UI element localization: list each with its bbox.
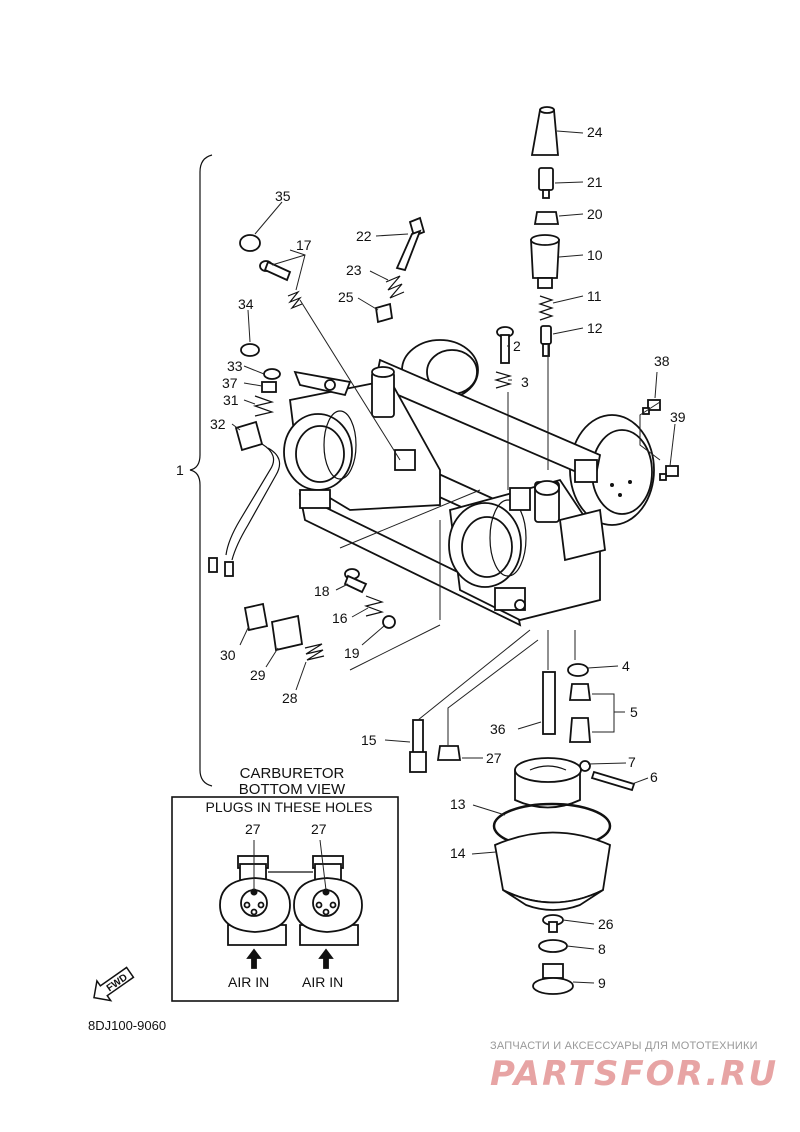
callout-32[interactable]: 32 bbox=[210, 416, 226, 432]
callout-3[interactable]: 3 bbox=[521, 374, 529, 390]
view-label-line2: BOTTOM VIEW bbox=[238, 781, 346, 798]
callout-6[interactable]: 6 bbox=[650, 769, 658, 785]
callout-20[interactable]: 20 bbox=[587, 206, 603, 222]
callout-38[interactable]: 38 bbox=[654, 353, 670, 369]
watermark-logo[interactable]: PARTSFOR.RU bbox=[490, 1054, 779, 1094]
callout-10[interactable]: 10 bbox=[587, 247, 603, 263]
callout-33[interactable]: 33 bbox=[227, 358, 243, 374]
air-in-arrow-left bbox=[246, 948, 262, 969]
valve-part-21 bbox=[538, 167, 554, 191]
cap-part-35 bbox=[239, 234, 261, 252]
float-bowl-part-14 bbox=[493, 831, 611, 911]
cap-part-25 bbox=[374, 302, 394, 324]
callout-27[interactable]: 27 bbox=[486, 750, 502, 766]
screw-part-26 bbox=[542, 914, 564, 933]
callout-22[interactable]: 22 bbox=[356, 228, 372, 244]
callout-19[interactable]: 19 bbox=[344, 645, 360, 661]
callout-17[interactable]: 17 bbox=[296, 237, 312, 253]
throttle-stop-screw-22 bbox=[395, 216, 426, 272]
inset-callout-27-right[interactable]: 27 bbox=[311, 821, 327, 837]
sleeve-part-29 bbox=[270, 614, 304, 652]
washer-part-33 bbox=[263, 368, 281, 380]
spring-part-31 bbox=[252, 395, 275, 417]
screw-part-2 bbox=[496, 326, 514, 364]
inset-title: PLUGS IN THESE HOLES bbox=[205, 799, 373, 815]
callout-18[interactable]: 18 bbox=[314, 583, 330, 599]
spring-part-23 bbox=[385, 275, 405, 299]
callout-4[interactable]: 4 bbox=[622, 658, 630, 674]
air-in-label-right: AIR IN bbox=[302, 974, 343, 990]
callout-23[interactable]: 23 bbox=[346, 262, 362, 278]
spring-part-11 bbox=[538, 295, 554, 321]
drawing-code: 8DJ100-9060 bbox=[88, 1018, 167, 1033]
inset-carb-left bbox=[219, 855, 291, 946]
view-label: CARBURETOR BOTTOM VIEW bbox=[222, 766, 362, 798]
inset-frame bbox=[171, 796, 399, 1002]
callout-8[interactable]: 8 bbox=[598, 941, 606, 957]
collar-part-30 bbox=[243, 602, 269, 632]
callout-12[interactable]: 12 bbox=[587, 320, 603, 336]
callout-35[interactable]: 35 bbox=[275, 188, 291, 204]
callout-7[interactable]: 7 bbox=[628, 754, 636, 770]
bottom-view-inset: 27 27 AIR IN AIR IN bbox=[171, 796, 399, 1002]
callout-25[interactable]: 25 bbox=[338, 289, 354, 305]
air-in-arrow-right bbox=[318, 948, 334, 969]
callout-16[interactable]: 16 bbox=[332, 610, 348, 626]
inset-carb-right bbox=[293, 855, 363, 946]
callout-14[interactable]: 14 bbox=[450, 845, 466, 861]
cap-part-24 bbox=[530, 109, 559, 156]
callout-30[interactable]: 30 bbox=[220, 647, 236, 663]
carburetor-body bbox=[283, 339, 655, 627]
oring-part-34 bbox=[240, 343, 260, 357]
callout-34[interactable]: 34 bbox=[238, 296, 254, 312]
cap-part-19 bbox=[382, 615, 396, 629]
fwd-arrow: FWD bbox=[93, 966, 135, 1002]
callout-39[interactable]: 39 bbox=[670, 409, 686, 425]
needle-jet-stack bbox=[530, 106, 560, 357]
assembly-bracket bbox=[189, 154, 213, 787]
tube-part-36 bbox=[542, 671, 556, 735]
callout-13[interactable]: 13 bbox=[450, 796, 466, 812]
washer-part-8 bbox=[538, 939, 568, 953]
plug-part-27 bbox=[436, 745, 462, 761]
needle-part-12 bbox=[540, 325, 552, 345]
callout-26[interactable]: 26 bbox=[598, 916, 614, 932]
callout-11[interactable]: 11 bbox=[587, 288, 602, 304]
spring-part-28 bbox=[304, 643, 325, 661]
pilot-jet-part-15 bbox=[409, 719, 427, 773]
callout-28[interactable]: 28 bbox=[282, 690, 298, 706]
view-label-line1: CARBURETOR bbox=[239, 765, 345, 782]
float-assembly bbox=[514, 757, 582, 809]
screw-part-39 bbox=[659, 465, 679, 481]
screw-part-17 bbox=[259, 260, 303, 310]
spring-part-3 bbox=[493, 371, 513, 389]
pin-part-6 bbox=[590, 770, 636, 792]
callout-1[interactable]: 1 bbox=[176, 462, 184, 478]
nut-part-20 bbox=[533, 211, 560, 225]
watermark-tagline: ЗАПЧАСТИ И АКСЕССУАРЫ ДЛЯ МОТОТЕХНИКИ bbox=[490, 1040, 758, 1052]
callout-2[interactable]: 2 bbox=[513, 338, 521, 354]
callout-36[interactable]: 36 bbox=[490, 721, 506, 737]
air-in-label-left: AIR IN bbox=[228, 974, 269, 990]
callouts: 24 21 20 10 11 12 2 3 22 23 25 35 17 34 … bbox=[210, 124, 686, 991]
sensor-part-32 bbox=[208, 420, 281, 577]
callout-21[interactable]: 21 bbox=[587, 174, 603, 190]
washer-part-4 bbox=[567, 663, 589, 677]
collar-part-37 bbox=[261, 381, 277, 393]
drain-plug-part-9 bbox=[532, 963, 574, 995]
callout-31[interactable]: 31 bbox=[223, 392, 239, 408]
callout-5[interactable]: 5 bbox=[630, 704, 638, 720]
spring-part-16 bbox=[363, 595, 385, 617]
inset-callout-27-left[interactable]: 27 bbox=[245, 821, 261, 837]
callout-15[interactable]: 15 bbox=[361, 732, 377, 748]
jet-part-5 bbox=[568, 683, 592, 743]
callout-9[interactable]: 9 bbox=[598, 975, 606, 991]
callout-29[interactable]: 29 bbox=[250, 667, 266, 683]
callout-24[interactable]: 24 bbox=[587, 124, 603, 140]
callout-37[interactable]: 37 bbox=[222, 375, 238, 391]
plunger-part-18 bbox=[343, 568, 368, 594]
leader-lines bbox=[231, 130, 676, 984]
